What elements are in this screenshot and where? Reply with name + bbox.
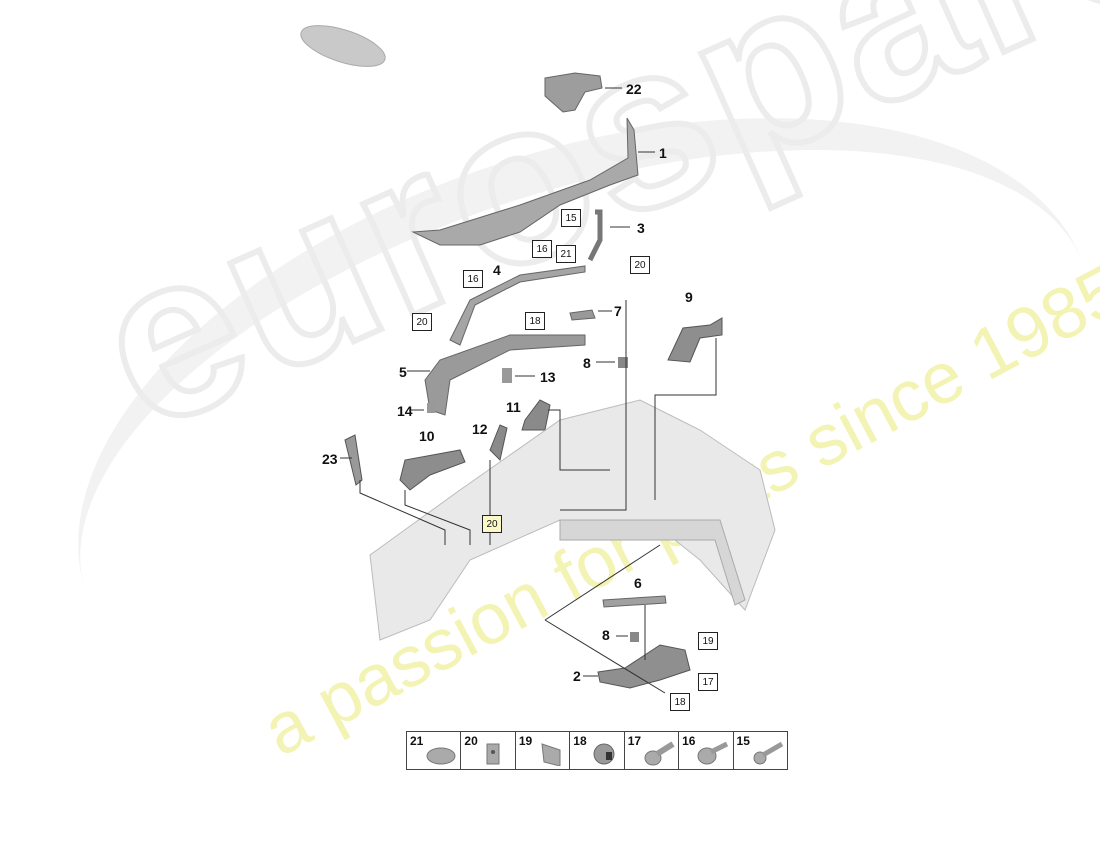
legend-item-16: 16 [679,732,734,769]
boxed-ref-20b: 20 [412,313,432,331]
grommet-nut-icon [593,743,615,765]
bolt-icon [753,741,783,765]
parts-diagram [300,25,776,694]
boxed-ref-16: 16 [532,240,552,258]
callout-22: 22 [626,81,642,97]
boxed-ref-20: 20 [630,256,650,274]
boxed-ref-15: 15 [561,209,581,227]
callout-2: 2 [573,668,581,684]
part-22 [544,72,603,113]
legend-item-15: 15 [734,732,787,769]
legend-item-21: 21 [407,732,462,769]
boxed-ref-21: 21 [556,245,576,263]
callout-9: 9 [685,289,693,305]
plug-cap-icon [426,747,456,765]
flange-screw-icon [697,741,729,765]
boxed-ref-20c: 20 [482,515,502,533]
callout-4: 4 [493,262,501,278]
callout-8: 8 [583,355,591,371]
callout-7: 7 [614,303,622,319]
legend-item-18: 18 [570,732,625,769]
callout-12: 12 [472,421,488,437]
callout-3: 3 [637,220,645,236]
spring-clip-icon [541,743,561,766]
callout-10: 10 [419,428,435,444]
legend-item-20: 20 [461,732,516,769]
part-5-trim [424,334,586,416]
callout-6: 6 [634,575,642,591]
callout-8b: 8 [602,627,610,643]
part-2-bracket [597,644,691,689]
car-thumbnail-icon [300,25,386,67]
boxed-ref-18: 18 [525,312,545,330]
callout-13: 13 [540,369,556,385]
clip-nut-icon [486,743,500,765]
fastener-legend: 21 20 19 18 17 16 15 [406,731,788,770]
callout-5: 5 [399,364,407,380]
boxed-ref-17: 17 [698,673,718,691]
legend-item-19: 19 [516,732,571,769]
boxed-ref-18b: 18 [670,693,690,711]
torx-screw-icon [644,741,675,766]
callout-14: 14 [397,403,413,419]
callout-1: 1 [659,145,667,161]
part-1-cowl-panel [411,117,639,246]
callout-11: 11 [506,399,521,415]
boxed-ref-16b: 16 [463,270,483,288]
part-9-bracket [667,317,723,363]
callout-23: 23 [322,451,338,467]
legend-item-17: 17 [625,732,680,769]
part-4-trim [449,265,586,346]
boxed-ref-19: 19 [698,632,718,650]
